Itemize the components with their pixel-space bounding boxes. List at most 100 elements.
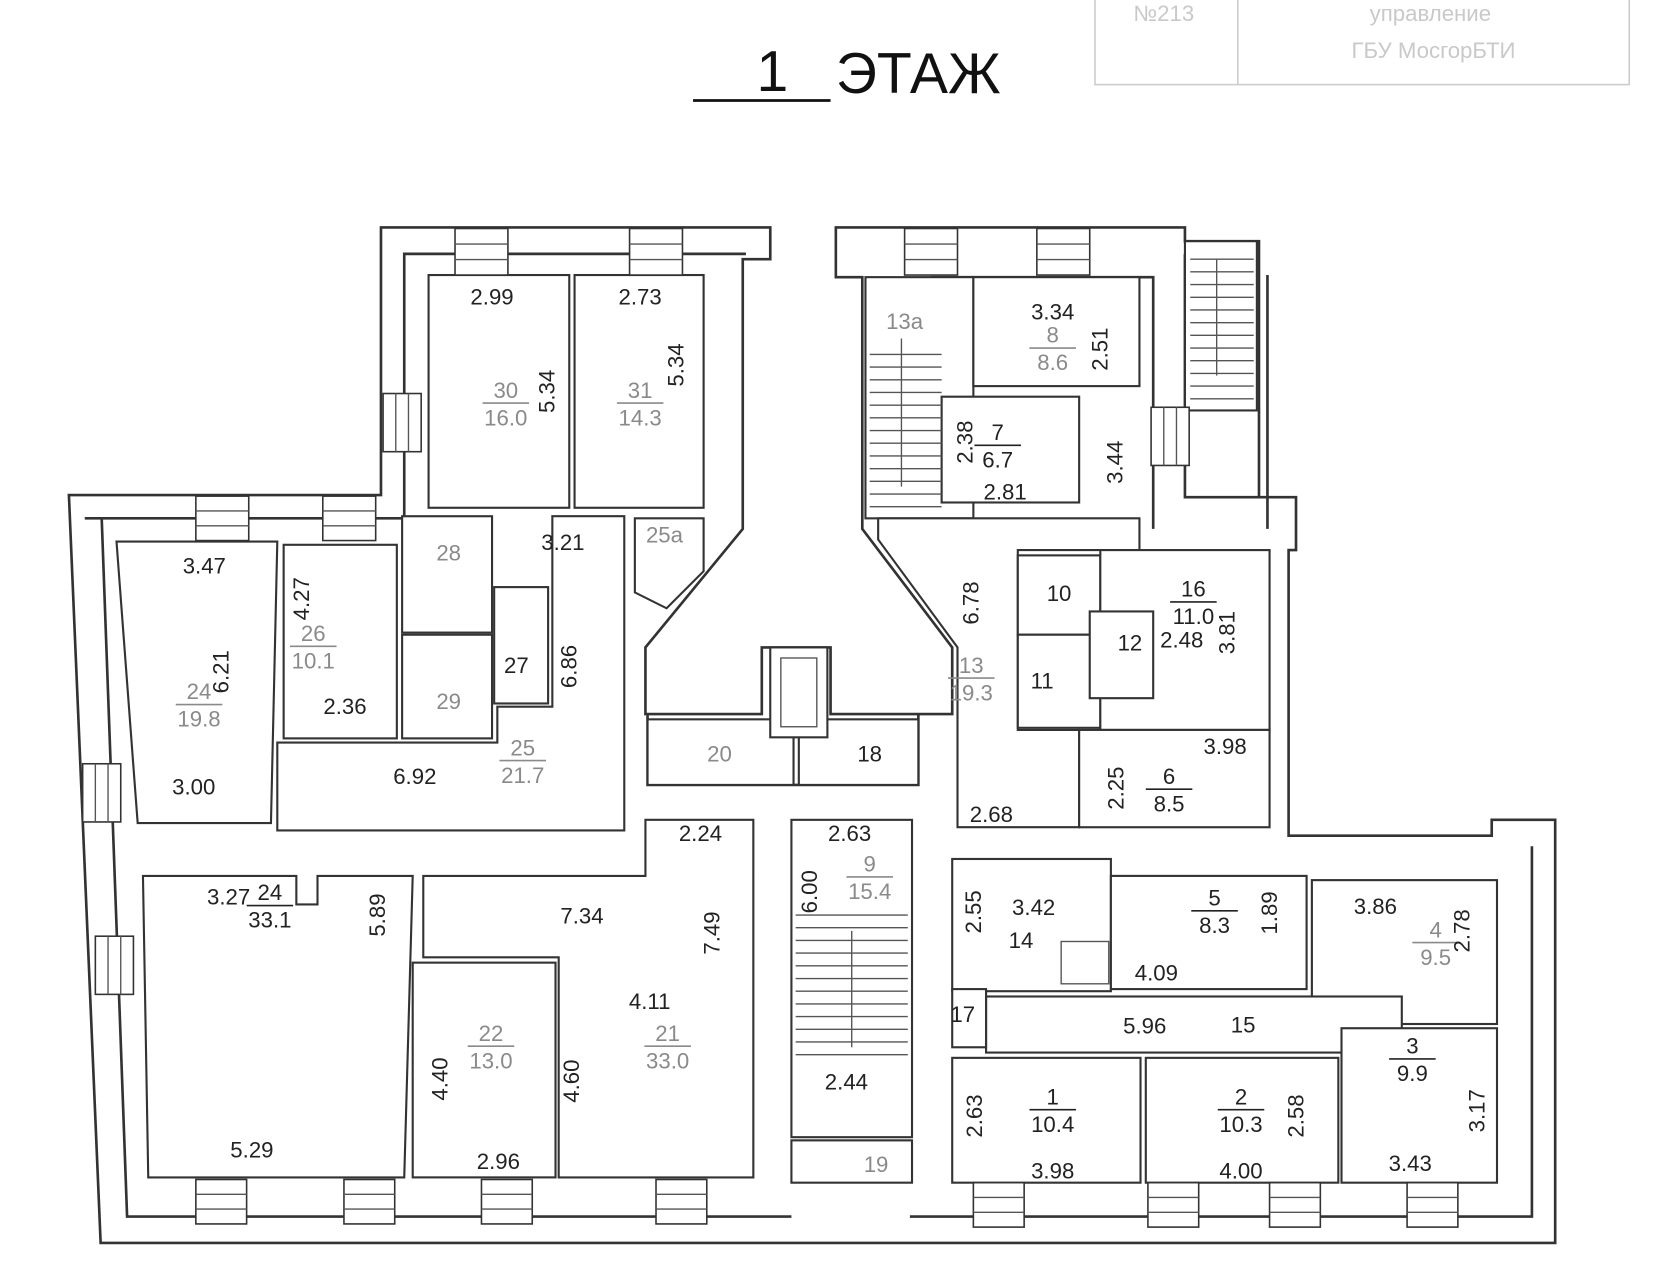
dimension-label: 3.17	[1464, 1089, 1489, 1132]
dimension-label: 3.21	[541, 530, 584, 555]
room-number: 31	[628, 378, 653, 403]
dimension-label: 3.86	[1354, 894, 1397, 919]
room-24-large	[141, 874, 414, 1179]
room-number: 8	[1047, 323, 1059, 348]
room-5	[1109, 874, 1308, 991]
room-number: 14	[1009, 928, 1034, 953]
dimension-label: 6.92	[393, 764, 436, 789]
window	[454, 227, 509, 276]
room-area: 15.4	[848, 879, 891, 904]
room-31	[573, 273, 705, 509]
room-number: 9	[864, 852, 876, 877]
room-11	[1016, 633, 1102, 729]
room-24-small	[115, 540, 279, 825]
room-25	[276, 515, 626, 832]
dimension-label: 2.96	[477, 1149, 520, 1174]
room-1	[951, 1056, 1142, 1184]
dimension-label: 2.48	[1160, 627, 1203, 652]
stamp-line2: ГБУ МосгорБТИ	[1352, 38, 1516, 63]
room-number: 17	[950, 1002, 975, 1027]
floor-number: 1	[756, 40, 788, 104]
interior-wall	[84, 252, 1534, 1218]
stair-east	[1183, 240, 1258, 412]
room-area: 16.0	[484, 405, 527, 430]
room-10	[1016, 554, 1102, 636]
dimension-label: 2.81	[983, 479, 1026, 504]
room-number: 24	[258, 880, 283, 905]
room-number: 26	[301, 621, 326, 646]
window	[1150, 406, 1190, 467]
room-area: 8.6	[1037, 350, 1068, 375]
window	[195, 495, 250, 542]
window	[628, 227, 684, 276]
dimension-label: 2.58	[1283, 1094, 1308, 1137]
room-number: 21	[655, 1021, 680, 1046]
dimension-label: 5.96	[1123, 1014, 1166, 1039]
window	[903, 227, 959, 276]
window	[343, 1178, 396, 1225]
light-shaft	[769, 646, 829, 739]
dimension-label: 3.42	[1012, 895, 1055, 920]
room-labels: 3016.03114.32419.82610.12829272521.725a2…	[175, 309, 1459, 1177]
room-number: 29	[436, 689, 461, 714]
dimension-label: 7.34	[560, 904, 603, 929]
room-area: 11.0	[1173, 604, 1215, 629]
room-number: 11	[1031, 669, 1054, 694]
room-area: 9.9	[1397, 1061, 1428, 1086]
room-number: 5	[1208, 886, 1220, 911]
room-area: 6.7	[982, 448, 1013, 473]
room-21	[422, 818, 755, 1179]
room-number: 30	[493, 378, 518, 403]
room-area: 8.3	[1199, 913, 1230, 938]
room-number: 27	[504, 653, 529, 678]
window	[195, 1178, 248, 1225]
window	[1268, 1181, 1322, 1228]
dimension-label: 3.98	[1031, 1158, 1074, 1183]
dimension-label: 4.60	[559, 1060, 584, 1103]
stamp-line1: управление	[1370, 1, 1491, 26]
dimension-label: 2.25	[1104, 766, 1129, 809]
dimension-label: 2.36	[323, 694, 366, 719]
window	[1036, 227, 1091, 276]
dimension-label: 6.21	[209, 650, 234, 693]
dimension-label: 3.34	[1031, 299, 1074, 324]
dimension-label: 3.00	[172, 774, 215, 799]
window	[81, 762, 122, 823]
room-8	[972, 276, 1141, 388]
windows	[81, 227, 1459, 1228]
room-12	[1088, 610, 1155, 700]
room-number: 6	[1163, 764, 1175, 789]
room-number: 28	[436, 541, 461, 566]
room-number: 18	[857, 742, 882, 767]
room-number: 16	[1181, 577, 1206, 602]
dimension-label: 6.78	[959, 581, 984, 624]
dimension-label: 2.99	[470, 285, 513, 310]
room-14	[951, 857, 1112, 993]
dimension-label: 2.63	[828, 821, 871, 846]
dimension-label: 5.29	[230, 1137, 273, 1162]
room-number: 25a	[646, 523, 684, 548]
room-number: 7	[992, 420, 1004, 445]
dimension-label: 5.34	[664, 343, 689, 386]
dimension-label: 6.86	[557, 645, 582, 688]
room-number: 1	[1047, 1084, 1059, 1109]
window	[480, 1178, 534, 1225]
room-area: 10.4	[1031, 1112, 1074, 1137]
dimension-label: 1.89	[1257, 891, 1282, 934]
dimension-label: 3.47	[183, 553, 226, 578]
room-number: 25	[510, 735, 535, 760]
room-number: 13	[959, 653, 984, 678]
window	[1147, 1181, 1200, 1228]
room-27	[493, 586, 550, 705]
room-area: 33.0	[646, 1048, 689, 1073]
dimension-label: 6.00	[797, 870, 822, 913]
window	[94, 935, 135, 996]
room-area: 13.0	[469, 1048, 512, 1073]
room-6	[1078, 728, 1271, 829]
dimension-label: 2.24	[679, 821, 722, 846]
room-area: 10.1	[292, 649, 335, 674]
dimension-label: 2.68	[970, 802, 1013, 827]
room-number: 20	[707, 742, 732, 767]
room-22	[411, 961, 557, 1179]
